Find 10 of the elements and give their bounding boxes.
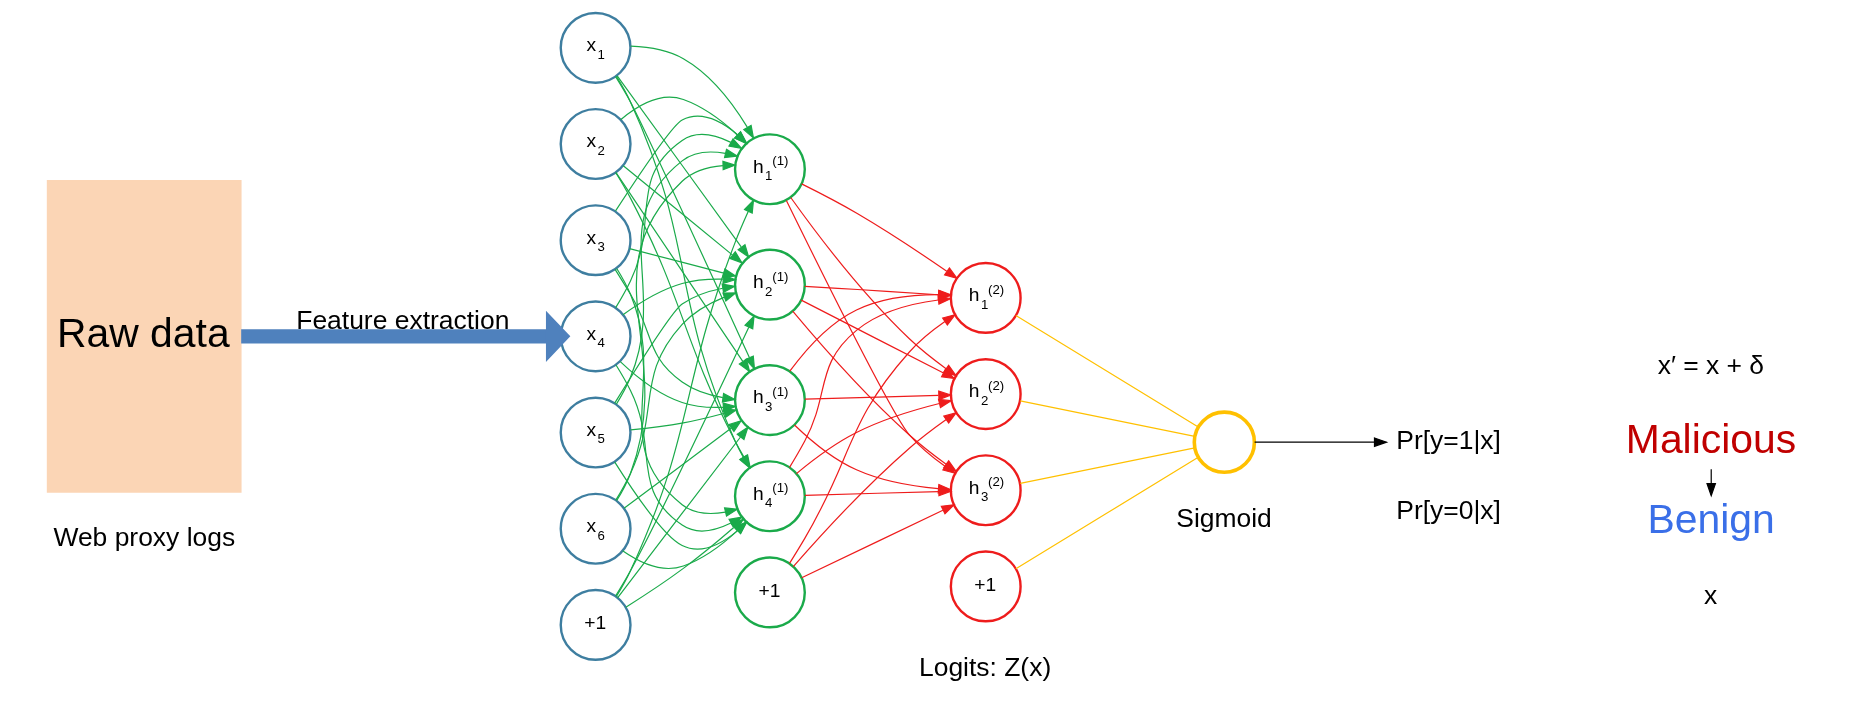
label: x <box>1704 579 1718 610</box>
node-text: Malicious <box>1625 415 1797 462</box>
node-label: Sigmoid <box>1176 503 1272 534</box>
node-text: Benign <box>1647 496 1775 543</box>
edge-label: Feature extraction <box>296 304 510 335</box>
label: Pr[y=0|x] <box>1396 494 1501 525</box>
label: Logits: Z(x) <box>918 652 1052 683</box>
label: x′ = x + δ <box>1657 350 1765 381</box>
node-label: Web proxy logs <box>53 522 236 553</box>
node-text: Pr[y=1|x] <box>1396 424 1501 455</box>
